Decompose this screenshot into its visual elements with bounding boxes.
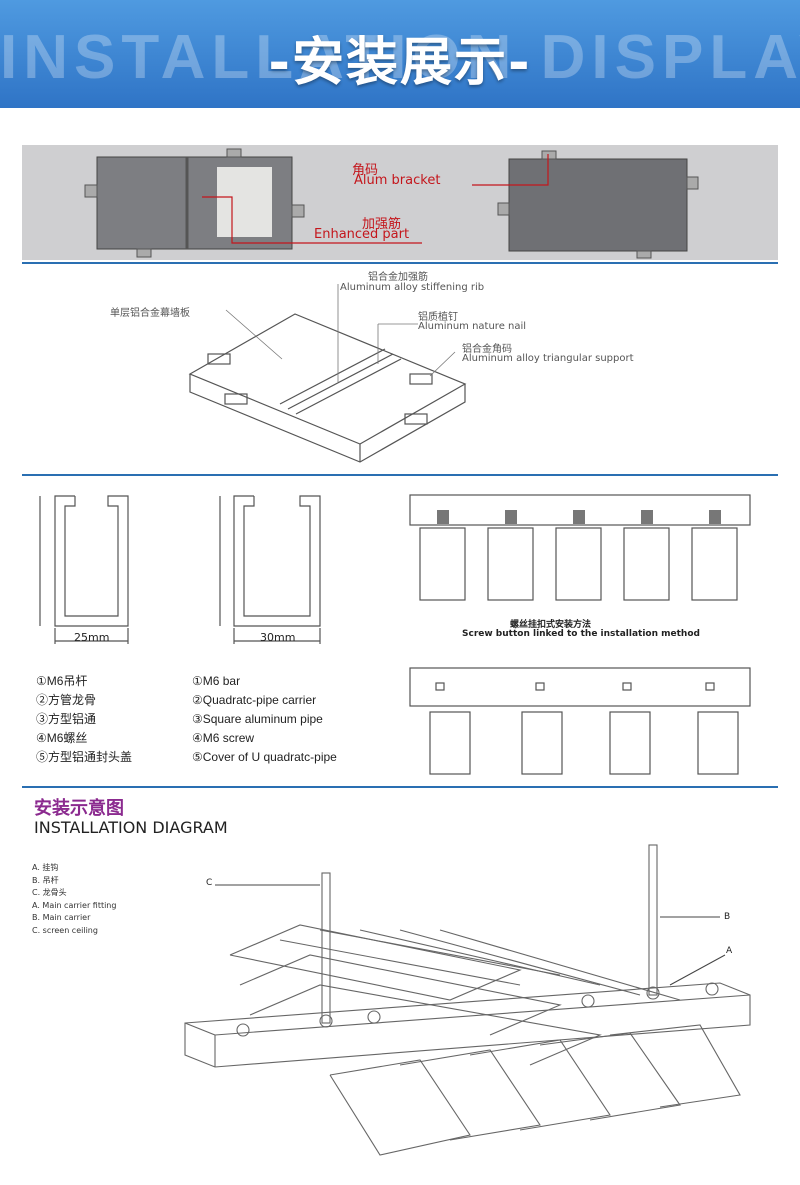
nail-label-en: Aluminum nature nail: [418, 321, 527, 332]
rib-label-en: Aluminum alloy stiffening rib: [340, 282, 485, 293]
legend-cn-item: ②方管龙骨: [36, 693, 97, 707]
callout-c: C: [206, 878, 213, 888]
enhanced-callout-line: [202, 196, 422, 244]
enhanced-label-cn: 加强筋: [362, 217, 402, 232]
panel-isometric-diagram: [188, 284, 467, 463]
legend-cn-item: ④M6螺丝: [36, 731, 88, 745]
panel-front-photo: [497, 150, 699, 259]
rib-label-cn: 铝合金加强筋: [368, 272, 428, 283]
installation-note: A. 挂钩: [32, 863, 59, 872]
legend-en-item: ①M6 bar: [192, 674, 241, 688]
installation-note: B. 吊杆: [32, 875, 59, 885]
section-divider: [22, 262, 778, 264]
legend-cn-item: ⑤方型铝通封头盖: [36, 750, 133, 764]
installation-notes: A. 挂钩 B. 吊杆 C. 龙骨头 A. Main carrier fitti…: [32, 862, 116, 937]
legend-cn-item: ③方型铝通: [36, 712, 97, 726]
installation-note: A. Main carrier fitting: [32, 900, 117, 910]
installation-title-cn: 安装示意图: [34, 798, 124, 819]
legend-cn: ①M6吊杆 ②方管龙骨 ③方型铝通 ④M6螺丝 ⑤方型铝通封头盖: [36, 672, 132, 767]
bracket-label-en: Alum bracket: [354, 173, 441, 188]
product-photo-strip: 角码 Alum bracket 加强筋 Enhanced part: [22, 145, 778, 260]
legend-en-item: ③Square aluminum pipe: [192, 712, 323, 726]
support-label-en: Aluminum alloy triangular support: [462, 353, 634, 364]
screw-button-method: [409, 494, 751, 601]
single-panel-label: 单层铝合金幕墙板: [110, 308, 190, 319]
section-divider: [22, 474, 778, 476]
panel-back-photo: [84, 148, 305, 258]
product-photos: [84, 148, 699, 259]
bracket-label-cn: 角码: [352, 163, 379, 178]
legend-en: ①M6 bar ②Quadratc-pipe carrier ③Square a…: [192, 672, 337, 767]
legend-en-item: ⑤Cover of U quadratc-pipe: [192, 750, 337, 764]
banner-title: -安装展示-: [268, 33, 532, 93]
section-divider: [22, 786, 778, 788]
callout-b: B: [724, 912, 731, 922]
installation-note: B. Main carrier: [32, 913, 91, 922]
legend-cn-item: ①M6吊杆: [36, 674, 88, 688]
method-label-cn: 螺丝挂扣式安装方法: [510, 620, 592, 630]
bracket-callout-line: [472, 154, 549, 186]
installation-title-en: INSTALLATION DIAGRAM: [34, 818, 228, 837]
clip-method: [409, 667, 751, 775]
nail-label-cn: 铝质植钉: [418, 312, 458, 323]
header-banner: INSTALLATION DISPLAY -安装展示-: [0, 0, 800, 108]
method-label-en: Screw button linked to the installation …: [462, 629, 700, 639]
installation-note: C. screen ceiling: [32, 925, 98, 935]
legend-en-item: ②Quadratc-pipe carrier: [192, 693, 317, 707]
support-label-cn: 铝合金角码: [462, 344, 512, 355]
profiles-diagram: [39, 494, 751, 775]
enhanced-label-en: Enhanced part: [314, 227, 410, 242]
callout-a: A: [726, 946, 733, 956]
legend-en-item: ④M6 screw: [192, 731, 255, 745]
installation-isometric-drawing: [184, 844, 751, 1156]
dim-25mm: 25mm: [74, 631, 110, 644]
banner-background-text: INSTALLATION DISPLAY: [0, 23, 800, 92]
dim-30mm: 30mm: [260, 631, 296, 644]
installation-note: C. 龙骨头: [32, 888, 67, 897]
